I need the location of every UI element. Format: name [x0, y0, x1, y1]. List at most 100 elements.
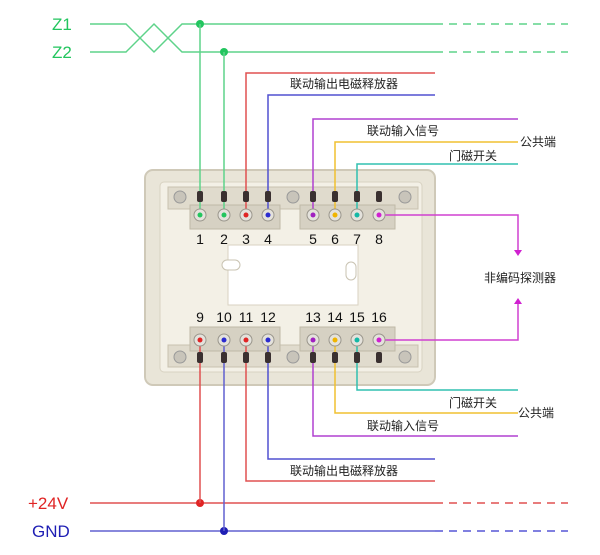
terminal-dot	[354, 337, 360, 343]
z1-label: Z1	[52, 15, 72, 34]
terminal-number: 5	[309, 231, 317, 247]
terminal-dot	[332, 212, 338, 218]
terminal-dot	[354, 212, 360, 218]
terminal-15: 15	[349, 309, 365, 363]
terminal-8: 8	[372, 191, 386, 247]
terminal-slot	[243, 191, 249, 202]
terminal-slot	[221, 191, 227, 202]
terminal-dot	[265, 337, 271, 343]
terminal-dot	[310, 337, 316, 343]
z2-line	[90, 22, 435, 53]
wire-t4	[267, 94, 435, 215]
z-bus: Z1 Z2	[52, 15, 568, 215]
wire-t14	[334, 340, 518, 414]
terminal-4: 4	[261, 191, 275, 247]
terminal-slot	[376, 191, 382, 202]
terminal-dot	[243, 212, 249, 218]
z1-line	[90, 23, 435, 54]
terminal-slot	[265, 352, 271, 363]
terminal-slot	[197, 352, 203, 363]
terminal-12: 12	[260, 309, 276, 363]
arrow-up-icon	[514, 298, 522, 304]
top-output-wiring: 联动输出电磁释放器	[245, 72, 435, 215]
wire-t6	[334, 141, 518, 215]
bottom-output-label: 联动输出电磁释放器	[290, 463, 398, 478]
terminal-number: 16	[371, 309, 387, 325]
module-body	[144, 169, 436, 386]
terminal-7: 7	[350, 191, 364, 247]
terminal-number: 14	[327, 309, 343, 325]
top-common-label: 公共端	[520, 135, 556, 149]
wire-t5	[312, 118, 518, 215]
terminal-13: 13	[305, 309, 321, 363]
terminal-number: 8	[375, 231, 383, 247]
terminal-slot	[310, 352, 316, 363]
terminal-10: 10	[216, 309, 232, 363]
terminal-3: 3	[239, 191, 253, 247]
terminal-slot	[332, 191, 338, 202]
wire-t11	[245, 340, 435, 482]
terminal-number: 12	[260, 309, 276, 325]
terminal-slot	[376, 352, 382, 363]
terminal-14: 14	[327, 309, 343, 363]
terminal-number: 3	[242, 231, 250, 247]
top-output-label: 联动输出电磁释放器	[290, 76, 398, 91]
power-bus: +24V GND	[28, 340, 568, 541]
terminal-dot	[332, 337, 338, 343]
terminal-1: 1	[193, 191, 207, 247]
bottom-common-label: 公共端	[518, 406, 554, 420]
v24-label: +24V	[28, 494, 69, 513]
terminal-dot	[376, 337, 382, 343]
terminal-slot	[354, 352, 360, 363]
wire-t16	[379, 302, 519, 341]
terminal-number: 7	[353, 231, 361, 247]
top-input-wiring: 联动输入信号 公共端 门磁开关	[312, 118, 556, 215]
terminal-dot	[197, 337, 203, 343]
terminal-slot	[354, 191, 360, 202]
wire-t8	[379, 214, 519, 252]
terminal-number: 11	[239, 309, 254, 325]
terminal-slot	[265, 191, 271, 202]
terminal-slot	[197, 191, 203, 202]
detector-label: 非编码探测器	[484, 270, 556, 285]
arrow-down-icon	[514, 250, 522, 256]
terminal-number: 15	[349, 309, 365, 325]
wire-t12	[267, 340, 435, 460]
terminal-number: 10	[216, 309, 232, 325]
terminal-number: 9	[196, 309, 204, 325]
terminal-dot	[310, 212, 316, 218]
terminal-dot	[221, 337, 227, 343]
terminal-number: 1	[196, 231, 204, 247]
wire-t3	[245, 72, 435, 215]
terminal-16: 16	[371, 309, 387, 363]
top-door-label: 门磁开关	[449, 148, 497, 163]
terminal-6: 6	[328, 191, 342, 247]
z2-label: Z2	[52, 43, 72, 62]
terminal-number: 4	[264, 231, 272, 247]
detector-wiring: 非编码探测器	[379, 214, 556, 341]
terminal-slot	[221, 352, 227, 363]
terminal-number: 13	[305, 309, 321, 325]
bottom-output-wiring: 联动输出电磁释放器	[245, 340, 435, 482]
terminal-dot	[265, 212, 271, 218]
wire-t13	[312, 340, 518, 437]
terminal-number: 6	[331, 231, 339, 247]
bottom-terminal-row: 9 10 11 12 13 14 15 16	[193, 309, 387, 363]
terminal-dot	[221, 212, 227, 218]
terminal-9: 9	[193, 309, 207, 363]
terminal-11: 11	[239, 309, 254, 363]
terminal-slot	[243, 352, 249, 363]
terminal-5: 5	[306, 191, 320, 247]
terminal-slot	[332, 352, 338, 363]
terminal-dot	[243, 337, 249, 343]
bottom-door-label: 门磁开关	[449, 395, 497, 410]
terminal-number: 2	[220, 231, 228, 247]
terminal-2: 2	[217, 191, 231, 247]
bottom-input-label: 联动输入信号	[367, 418, 439, 433]
gnd-label: GND	[32, 522, 70, 541]
terminal-slot	[310, 191, 316, 202]
top-input-label: 联动输入信号	[367, 123, 439, 138]
terminal-dot	[197, 212, 203, 218]
